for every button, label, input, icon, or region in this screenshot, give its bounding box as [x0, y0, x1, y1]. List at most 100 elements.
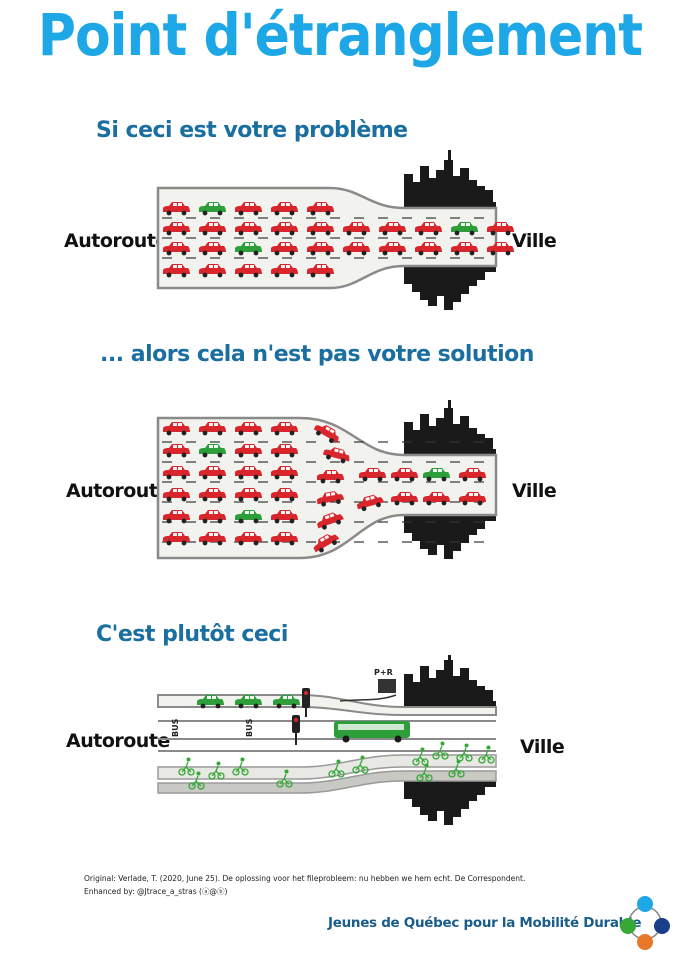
car-icon	[415, 222, 442, 236]
car-traffic	[163, 202, 514, 278]
cyclist-icon	[448, 759, 465, 778]
car-icon	[343, 222, 370, 236]
car-icon	[273, 695, 300, 709]
car-icon	[235, 202, 262, 216]
city-skyline-icon	[404, 655, 496, 825]
cyclist-icon	[478, 745, 495, 764]
car-icon	[235, 488, 262, 502]
bottleneck-problem-diagram	[156, 150, 514, 310]
section-3-left-label: Autoroute	[66, 730, 170, 752]
car-icon	[451, 222, 478, 236]
car-icon	[459, 492, 486, 506]
car-icon	[307, 202, 334, 216]
traffic-light-icon	[292, 688, 310, 745]
car-icon	[391, 492, 418, 506]
car-icon	[199, 264, 226, 278]
page-title: Point d'étranglement	[37, 2, 643, 70]
car-icon	[235, 532, 262, 546]
car-icon	[197, 695, 224, 709]
bus-icon	[334, 721, 410, 743]
car-icon	[359, 468, 386, 482]
car-icon	[163, 532, 190, 546]
section-2-heading: ... alors cela n'est pas votre solution	[100, 342, 534, 367]
car-icon	[163, 242, 190, 256]
car-icon	[235, 695, 262, 709]
car-icon	[316, 491, 345, 507]
car-icon	[415, 242, 442, 256]
cyclist-icon	[276, 769, 293, 788]
section-1-heading: Si ceci est votre problème	[96, 118, 408, 143]
car-traffic	[197, 695, 300, 709]
organization-name: Jeunes de Québec pour la Mobilité Durabl…	[328, 915, 642, 931]
car-icon	[235, 264, 262, 278]
car-icon	[379, 242, 406, 256]
car-icon	[459, 468, 486, 482]
car-icon	[271, 264, 298, 278]
car-icon	[199, 510, 226, 524]
car-icon	[235, 242, 262, 256]
car-icon	[235, 466, 262, 480]
car-icon	[163, 222, 190, 236]
car-icon	[307, 264, 334, 278]
bus-lane-sign-2: BUS	[245, 718, 254, 737]
car-icon	[235, 444, 262, 458]
car-icon	[163, 202, 190, 216]
lane-markings	[162, 217, 484, 259]
section-3-heading: C'est plutôt ceci	[96, 622, 288, 647]
car-icon	[322, 447, 350, 464]
credits-source: Original: Verlade, T. (2020, June 25). D…	[84, 874, 526, 883]
section-3-right-label: Ville	[520, 736, 565, 758]
car-icon	[271, 510, 298, 524]
car-icon	[317, 512, 344, 530]
lane-markings	[162, 441, 484, 543]
car-icon	[199, 444, 226, 458]
cyclist-icon	[178, 757, 195, 776]
car-icon	[199, 242, 226, 256]
cyclist-icon	[352, 755, 369, 774]
car-icon	[163, 510, 190, 524]
section-2-left-label: Autoroute	[66, 480, 170, 502]
car-icon	[307, 222, 334, 236]
car-icon	[391, 468, 418, 482]
car-icon	[487, 222, 514, 236]
wider-highway-diagram	[156, 400, 498, 560]
car-icon	[271, 488, 298, 502]
section-1-left-label: Autoroute	[64, 230, 168, 252]
car-icon	[163, 488, 190, 502]
car-icon	[163, 466, 190, 480]
cyclist-icon	[232, 757, 249, 776]
park-ride-sign: P+R	[339, 668, 397, 702]
car-icon	[379, 222, 406, 236]
car-icon	[271, 532, 298, 546]
car-icon	[307, 242, 334, 256]
credits-enhanced: Enhanced by: @Jtrace_a_stras (ⓐ@ⓑ)	[84, 887, 228, 896]
car-icon	[235, 422, 262, 436]
car-icon	[271, 242, 298, 256]
car-icon	[199, 202, 226, 216]
section-1-right-label: Ville	[512, 230, 557, 252]
car-icon	[235, 510, 262, 524]
city-skyline-icon	[404, 150, 496, 310]
car-icon	[271, 422, 298, 436]
car-icon	[487, 242, 514, 256]
car-icon	[163, 444, 190, 458]
section-2-right-label: Ville	[512, 480, 557, 502]
svg-text:P+R: P+R	[374, 668, 393, 677]
car-icon	[313, 425, 339, 443]
cyclist-icon	[456, 743, 473, 762]
car-icon	[163, 422, 190, 436]
car-icon	[271, 444, 298, 458]
mobility-logo-icon	[620, 896, 670, 950]
cyclist-icon	[416, 763, 433, 782]
car-icon	[356, 494, 385, 512]
car-icon	[199, 466, 226, 480]
car-icon	[317, 470, 344, 484]
car-icon	[313, 534, 340, 553]
car-icon	[199, 422, 226, 436]
car-icon	[271, 222, 298, 236]
bike-lane-lower	[157, 770, 497, 794]
cyclist-icon	[432, 741, 449, 760]
car-icon	[199, 488, 226, 502]
car-icon	[163, 264, 190, 278]
car-icon	[271, 466, 298, 480]
